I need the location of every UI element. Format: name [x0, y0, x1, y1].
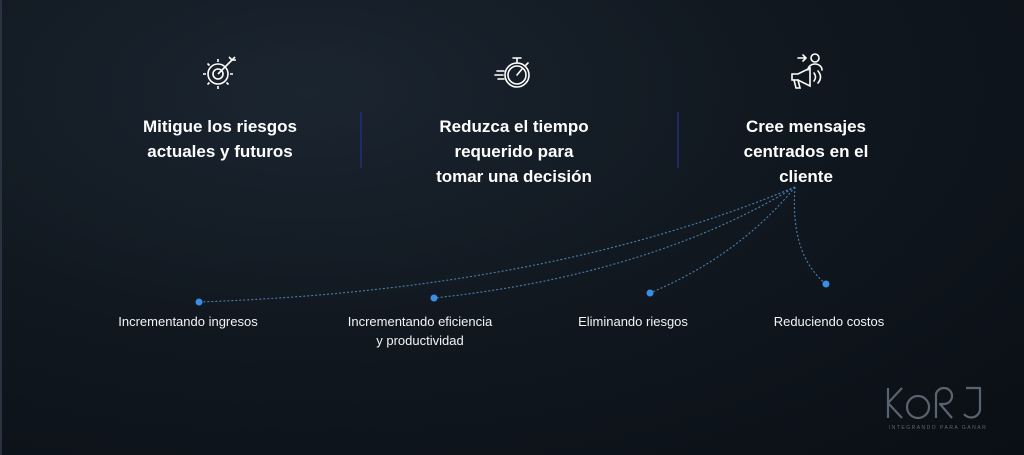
- benefit-label: Incrementando ingresos: [118, 314, 258, 329]
- connector-line: [649, 186, 796, 294]
- feature-title-line: tomar una decisión: [436, 167, 592, 186]
- feature-title-line: Cree mensajes: [745, 117, 867, 136]
- connector-node: [195, 298, 203, 306]
- benefit-label: y productividad: [376, 333, 464, 348]
- feature-mitigate-risks: Mitigue los riesgos actuales y futuros: [100, 50, 340, 164]
- benefit-eliminate-risks: Eliminando riesgos: [533, 312, 733, 331]
- feature-title-line: Reduzca el tiempo: [439, 117, 589, 136]
- connector-line: [793, 186, 827, 285]
- feature-title-line: centrados en el: [743, 142, 869, 161]
- benefit-label: Reduciendo costos: [773, 314, 885, 329]
- korj-logo: INTEGRANDO PARA GANAR: [886, 386, 987, 431]
- left-edge-border: [0, 0, 2, 455]
- feature-title-line: cliente: [779, 167, 833, 186]
- feature-title-line: Mitigue los riesgos: [143, 117, 297, 136]
- feature-reduce-time: Reduzca el tiempo requerido para tomar u…: [394, 50, 634, 189]
- svg-text:INTEGRANDO PARA GANAR: INTEGRANDO PARA GANAR: [889, 425, 987, 431]
- connector-node: [430, 294, 438, 302]
- benefit-increase-efficiency: Incrementando eficiencia y productividad: [320, 312, 520, 350]
- benefit-reduce-costs: Reduciendo costos: [729, 312, 929, 331]
- connector-line: [198, 186, 796, 303]
- connector-line: [433, 186, 796, 299]
- stopwatch-icon: [494, 57, 530, 88]
- gear-target-icon: [203, 56, 236, 89]
- feature-title-line: actuales y futuros: [147, 142, 293, 161]
- column-divider: [677, 112, 679, 168]
- benefit-increase-revenue: Incrementando ingresos: [88, 312, 288, 331]
- feature-customer-messages: Cree mensajes centrados en el cliente: [686, 50, 926, 189]
- benefit-label: Incrementando eficiencia: [347, 314, 493, 329]
- megaphone-user-icon: [791, 53, 823, 89]
- feature-title-line: requerido para: [454, 142, 574, 161]
- column-divider: [360, 112, 362, 168]
- connector-node: [646, 289, 654, 297]
- connector-node: [822, 280, 830, 288]
- benefit-label: Eliminando riesgos: [578, 314, 688, 329]
